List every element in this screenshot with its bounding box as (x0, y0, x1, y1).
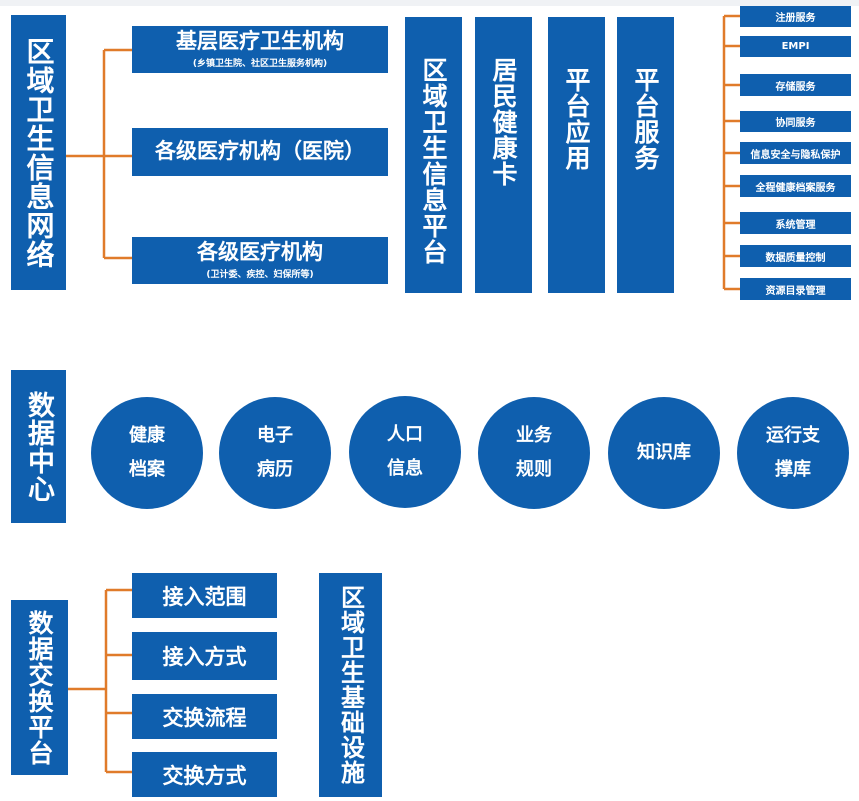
branch-hospitals-label: 各级医疗机构（医院） (155, 139, 365, 164)
branch-agencies-sub: (卫计委、疾控、妇保所等) (206, 270, 314, 281)
circle-knowledge-base: 知识库 (608, 397, 720, 509)
exchange-title-box: 数据交换平台 (11, 600, 68, 775)
health-card-label: 居民健康卡 (489, 57, 518, 187)
exchange-flow: 交换流程 (132, 694, 277, 739)
platform-services-box: 平台服务 (617, 17, 674, 293)
service-storage: 存储服务 (740, 74, 851, 96)
circle-emr: 电子 病历 (219, 397, 331, 509)
service-security-privacy: 信息安全与隐私保护 (740, 142, 851, 164)
platform-box: 区域卫生信息平台 (405, 17, 462, 293)
data-center-title-box: 数据中心 (11, 370, 66, 523)
service-empi: EMPI (740, 36, 851, 57)
service-collaboration: 协同服务 (740, 111, 851, 132)
service-registration: 注册服务 (740, 6, 851, 27)
circle-health-records: 健康 档案 (91, 397, 203, 509)
branch-primary-care: 基层医疗卫生机构 (乡镇卫生院、社区卫生服务机构) (132, 26, 388, 73)
platform-services-label: 平台服务 (631, 67, 660, 171)
network-title-box: 区域卫生信息网络 (11, 15, 66, 290)
network-title: 区域卫生信息网络 (22, 36, 56, 269)
infrastructure-box: 区域卫生基础设施 (319, 573, 382, 797)
infrastructure-label: 区域卫生基础设施 (336, 585, 365, 785)
exchange-method: 交换方式 (132, 752, 277, 797)
circle-business-rules: 业务 规则 (478, 397, 590, 509)
service-data-quality: 数据质量控制 (740, 245, 851, 267)
circle-operation-support: 运行支 撑库 (737, 397, 849, 509)
platform-app-label: 平台应用 (562, 67, 591, 171)
branch-agencies: 各级医疗机构 (卫计委、疾控、妇保所等) (132, 237, 388, 284)
circle-population-info: 人口 信息 (349, 396, 461, 508)
branch-primary-care-sub: (乡镇卫生院、社区卫生服务机构) (192, 59, 328, 70)
exchange-access-method: 接入方式 (132, 632, 277, 680)
exchange-title: 数据交换平台 (25, 609, 54, 766)
platform-label: 区域卫生信息平台 (419, 57, 448, 265)
exchange-scope: 接入范围 (132, 573, 277, 618)
platform-app-box: 平台应用 (548, 17, 605, 293)
data-center-title: 数据中心 (23, 390, 54, 503)
top-strip (0, 0, 859, 6)
service-system-management: 系统管理 (740, 212, 851, 234)
branch-agencies-label: 各级医疗机构 (197, 239, 323, 264)
service-health-records: 全程健康档案服务 (740, 175, 851, 197)
branch-primary-care-label: 基层医疗卫生机构 (176, 28, 344, 53)
service-resource-catalog: 资源目录管理 (740, 278, 851, 300)
branch-hospitals: 各级医疗机构（医院） (132, 128, 388, 176)
health-card-box: 居民健康卡 (475, 17, 532, 293)
